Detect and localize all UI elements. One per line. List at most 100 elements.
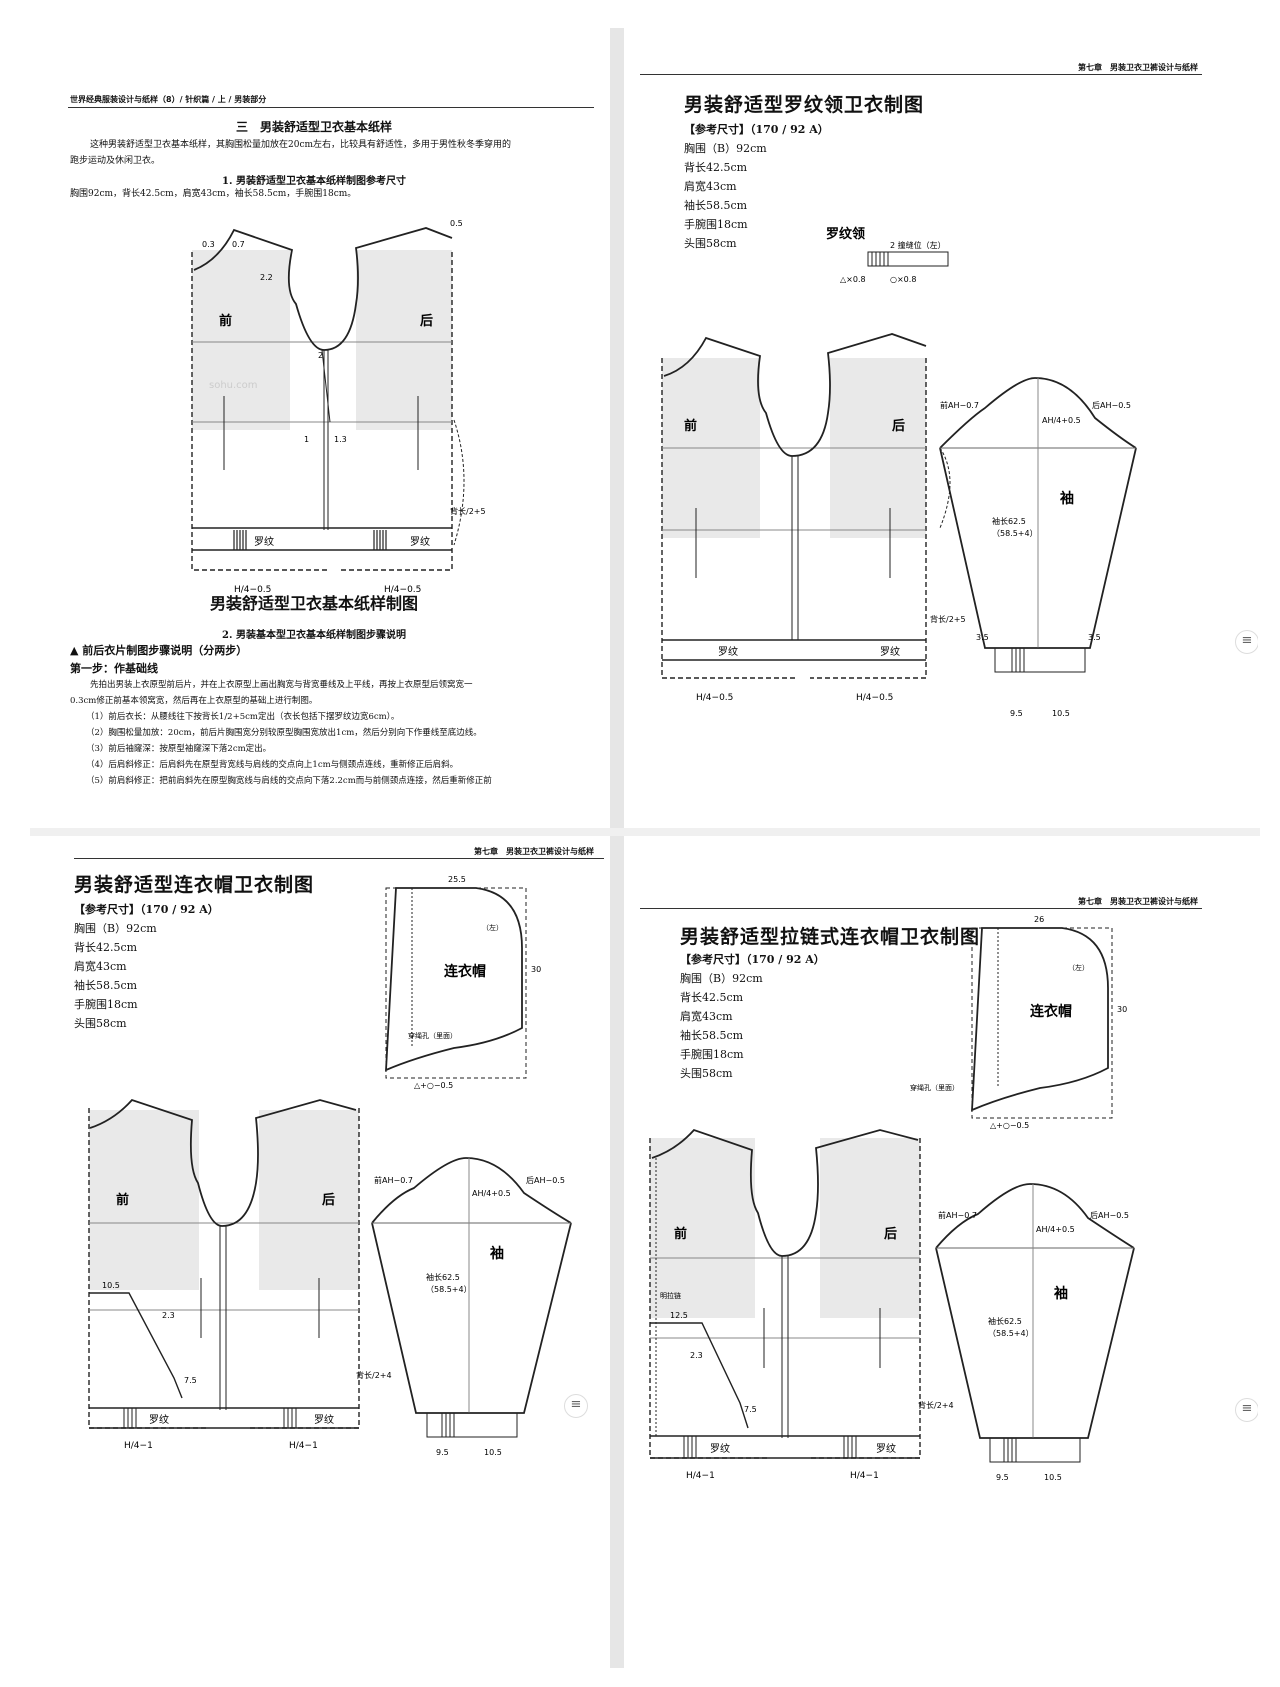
back-length-label: 背长/2+5 — [930, 614, 966, 624]
hood-height: 30 — [531, 965, 541, 974]
front-label: 前 — [116, 1192, 129, 1208]
size-sleeve: 袖长58.5cm — [680, 1029, 744, 1042]
hood-width: 26 — [1034, 915, 1044, 924]
hem-back-label: H/4−1 — [850, 1471, 879, 1481]
size-back-length: 背长42.5cm — [684, 161, 748, 174]
section-title: 三 男装舒适型卫衣基本纸样 — [235, 120, 392, 134]
size-shoulder: 肩宽43cm — [74, 960, 127, 973]
dim-2-3: 2.3 — [690, 1351, 703, 1360]
back-ah-label: 后AH−0.5 — [526, 1175, 565, 1185]
front-label: 前 — [684, 418, 697, 434]
back-length-label: 背长/2+5 — [450, 506, 486, 516]
front-ah-label: 前AH−0.7 — [938, 1210, 977, 1220]
rib-label-back: 罗纹 — [314, 1413, 334, 1426]
dim-3-5-left: 3.5 — [976, 633, 989, 642]
page-basic-pattern: 世界经典服装设计与纸样（8）/ 针织篇 / 上 / 男装部分 三 男装舒适型卫衣… — [34, 30, 594, 825]
cuff-left: 9.5 — [436, 1448, 449, 1457]
list-icon[interactable]: ≡ — [1235, 1398, 1258, 1422]
rib-label-back: 罗纹 — [880, 645, 900, 658]
back-label: 后 — [892, 418, 905, 434]
header-rule — [68, 107, 594, 108]
hem-front-label: H/4−0.5 — [234, 585, 271, 595]
hood-left: （左） — [1068, 963, 1089, 972]
size-head: 头围58cm — [74, 1017, 127, 1030]
back-ah-label: 后AH−0.5 — [1092, 400, 1131, 410]
cuff-right: 10.5 — [1044, 1473, 1062, 1482]
header-rule — [640, 74, 1202, 75]
step-item-4: （4）后肩斜修正：后肩斜先在原型背宽线与肩线的交点向上1cm与侧颈点连线，重新修… — [86, 760, 459, 770]
size-wrist: 手腕围18cm — [684, 218, 748, 231]
hem-back-label: H/4−0.5 — [856, 693, 893, 703]
ah4-label: AH/4+0.5 — [1036, 1225, 1075, 1234]
front-label: 前 — [674, 1226, 687, 1242]
back-ah-label: 后AH−0.5 — [1090, 1210, 1129, 1220]
ref-size: 【参考尺寸】（170 / 92 A） — [680, 953, 825, 966]
zip-hoodie-draft: 连衣帽 26 30 （左） 穿绳孔（里面） △+○−0.5 前 后 明拉链 袖 … — [649, 915, 1135, 1482]
list-icon[interactable]: ≡ — [1235, 630, 1258, 654]
page-header: 第七章 男装卫衣卫裤设计与纸样 — [1078, 897, 1198, 906]
figure-caption: 男装舒适型卫衣基本纸样制图 — [209, 594, 418, 613]
cuff-left: 9.5 — [1010, 709, 1023, 718]
sleeve-label: 袖 — [1054, 1285, 1068, 1302]
sub-title-1: 1. 男装舒适型卫衣基本纸样制图参考尺寸 — [222, 176, 406, 187]
page-divider-vertical — [610, 28, 624, 1668]
collar-dim-b: ○×0.8 — [890, 275, 916, 284]
step-1-text-a: 先拍出男装上衣原型前后片，并在上衣原型上画出胸宽与背宽垂线及上平线，再按上衣原型… — [90, 680, 473, 690]
size-back-length: 背长42.5cm — [74, 941, 138, 954]
size-sleeve: 袖长58.5cm — [684, 199, 748, 212]
sleeve-length: 袖长62.5 — [426, 1272, 460, 1282]
size-wrist: 手腕围18cm — [680, 1048, 744, 1061]
hem-back-label: H/4−1 — [289, 1441, 318, 1451]
collar-note: 2 撞缝位（左） — [890, 240, 946, 250]
back-label: 后 — [884, 1226, 897, 1242]
dim-0-7: 0.7 — [232, 240, 245, 249]
back-length-label: 背长/2+4 — [918, 1400, 954, 1410]
page-zip-hoodie: 第七章 男装卫衣卫裤设计与纸样 男装舒适型拉链式连衣帽卫衣制图 【参考尺寸】（1… — [640, 838, 1258, 1668]
hoodie-draft: 连衣帽 25.5 30 （左） 穿绳孔（里面） △+○−0.5 前 后 袖 袖长… — [88, 875, 572, 1457]
cuff-left: 9.5 — [996, 1473, 1009, 1482]
front-ah-label: 前AH−0.7 — [374, 1175, 413, 1185]
size-back-length: 背长42.5cm — [680, 991, 744, 1004]
size-chest: 胸围（B）92cm — [684, 142, 767, 155]
hem-front-label: H/4−1 — [686, 1471, 715, 1481]
step-item-2: （2）胸围松量加放：20cm，前后片胸围宽分别较原型胸围宽放出1cm，然后分别向… — [86, 728, 482, 738]
dim-1: 1 — [304, 435, 309, 444]
sleeve-length-b: （58.5+4） — [426, 1285, 472, 1294]
dim-2-3: 2.3 — [162, 1311, 175, 1320]
hood-drawstring: 穿绳孔（里面） — [408, 1031, 457, 1040]
ah4-label: AH/4+0.5 — [472, 1189, 511, 1198]
size-chest: 胸围（B）92cm — [680, 972, 763, 985]
cuff-right: 10.5 — [484, 1448, 502, 1457]
hood-left: （左） — [482, 923, 503, 932]
basic-pattern-draft: 前 后 罗纹 罗纹 H/4−0.5 H/4−0.5 背长/2+5 0.3 0.7… — [191, 219, 486, 595]
size-spec: 【参考尺寸】（170 / 92 A） 胸围（B）92cm 背长42.5cm 肩宽… — [684, 120, 829, 253]
hood-drawstring: 穿绳孔（里面） — [910, 1083, 959, 1092]
front-label: 前 — [219, 313, 232, 329]
hem-back-label: H/4−0.5 — [384, 585, 421, 595]
back-label: 后 — [322, 1192, 335, 1208]
size-spec: 【参考尺寸】（170 / 92 A） 胸围（B）92cm 背长42.5cm 肩宽… — [74, 900, 219, 1033]
sleeve-length: 袖长62.5 — [988, 1316, 1022, 1326]
page-rib-collar: 第七章 男装卫衣卫裤设计与纸样 男装舒适型罗纹领卫衣制图 【参考尺寸】（170 … — [640, 28, 1258, 818]
dim-7-5: 7.5 — [744, 1405, 757, 1414]
rib-label-front: 罗纹 — [710, 1442, 730, 1455]
hem-front-label: H/4−1 — [124, 1441, 153, 1451]
size-line: 胸围92cm，背长42.5cm，肩宽43cm，袖长58.5cm，手腕围18cm。 — [70, 189, 357, 199]
size-head: 头围58cm — [684, 237, 737, 250]
watermark: sohu.com — [209, 380, 258, 391]
dim-0-3: 0.3 — [202, 240, 215, 249]
step-item-1: （1）前后衣长：从腰线往下按背长1/2+5cm定出（衣长包括下摆罗纹边宽6cm）… — [86, 712, 400, 722]
page-header: 第七章 男装卫衣卫裤设计与纸样 — [1078, 63, 1198, 72]
page-title: 男装舒适型罗纹领卫衣制图 — [684, 94, 925, 116]
list-icon[interactable]: ≡ — [564, 1394, 588, 1418]
rib-label-back: 罗纹 — [410, 535, 430, 548]
sleeve-label: 袖 — [1060, 490, 1074, 507]
dim-0-5: 0.5 — [450, 219, 463, 228]
rib-collar-draft: 罗纹领 2 撞缝位（左） △×0.8 ○×0.8 前 后 袖 袖长62.5 （5… — [661, 226, 1137, 718]
hem-front-label: H/4−0.5 — [696, 693, 733, 703]
step-1: 第一步：作基础线 — [70, 662, 158, 675]
ref-size: 【参考尺寸】（170 / 92 A） — [74, 903, 219, 916]
rib-label-front: 罗纹 — [149, 1413, 169, 1426]
size-wrist: 手腕围18cm — [74, 998, 138, 1011]
rib-label-front: 罗纹 — [254, 535, 274, 548]
